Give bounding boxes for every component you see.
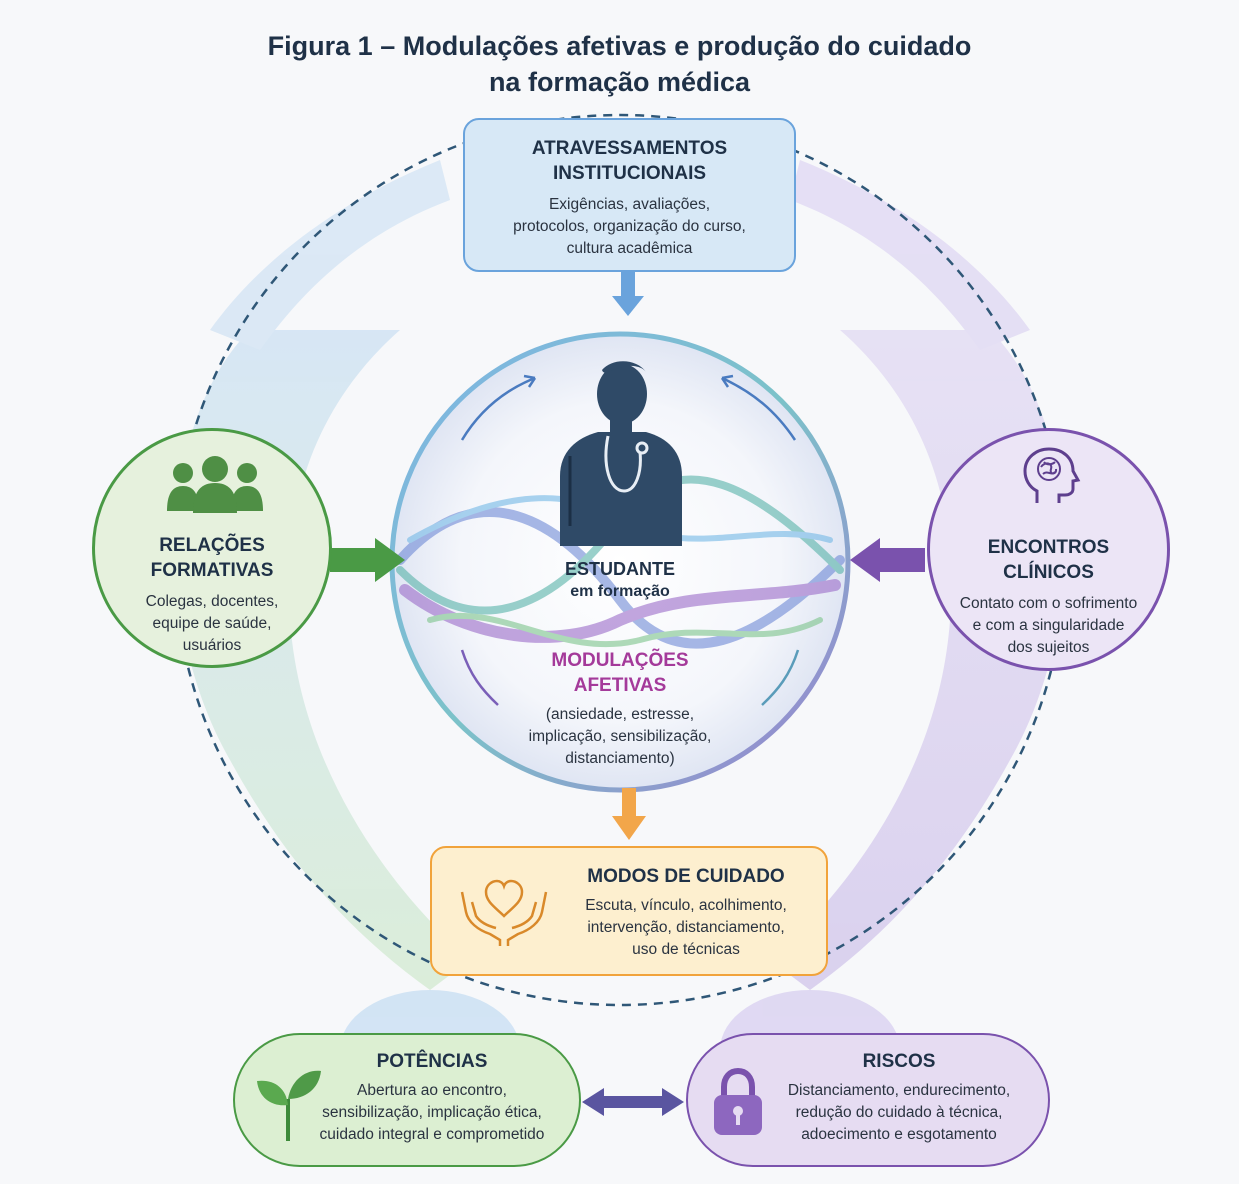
modulations-heading-line2: AFETIVAS — [573, 675, 667, 696]
risks-text-line3: adoecimento e esgotamento — [801, 1126, 997, 1143]
figure-title-line2: na formação médica — [488, 67, 751, 97]
modulations-label: MODULAÇÕES AFETIVAS (ansiedade, estresse… — [490, 648, 750, 770]
modulations-text-line1: (ansiedade, estresse, — [545, 706, 695, 723]
student-label-line2: em formação — [570, 583, 670, 600]
inner-cycle-arrows — [460, 374, 800, 706]
arrow-potentials-risks — [582, 1088, 684, 1116]
figure-title: Figura 1 – Modulações afetivas e produçã… — [0, 28, 1239, 100]
institutional-text-line2: protocolos, organização do curso, — [513, 218, 746, 235]
risks-text-line1: Distanciamento, endurecimento, — [787, 1082, 1011, 1099]
clinical-heading-line1: ENCONTROS — [987, 537, 1110, 558]
potentials-text-line3: cuidado integral e comprometido — [319, 1126, 545, 1143]
arrow-relations-to-center — [330, 538, 405, 582]
student-label-line1: ESTUDANTE — [564, 559, 675, 579]
clinical-text-line2: e com a singularidade — [972, 617, 1125, 634]
relations-text-line1: Colegas, docentes, — [145, 593, 279, 610]
student-label: ESTUDANTE em formação — [520, 558, 720, 603]
relations-heading-line2: FORMATIVAS — [150, 560, 274, 581]
clinical-heading-line2: CLÍNICOS — [1003, 562, 1094, 583]
institutional-box: ATRAVESSAMENTOS INSTITUCIONAIS Exigência… — [463, 118, 796, 272]
arrow-institutional-to-center — [612, 272, 644, 316]
padlock-icon — [714, 1067, 762, 1135]
care-box: MODOS DE CUIDADO Escuta, vínculo, acolhi… — [430, 846, 828, 976]
figure-title-line1: Figura 1 – Modulações afetivas e produçã… — [267, 31, 972, 61]
clinical-text-line3: dos sujeitos — [1007, 639, 1090, 656]
potentials-box: POTÊNCIAS Abertura ao encontro, sensibil… — [233, 1033, 581, 1167]
modulations-heading-line1: MODULAÇÕES — [551, 650, 689, 671]
care-text-line2: intervenção, distanciamento, — [587, 919, 785, 936]
potentials-heading: POTÊNCIAS — [376, 1051, 488, 1072]
modulations-text-line3: distanciamento) — [565, 750, 675, 767]
hands-heart-icon — [460, 879, 548, 946]
institutional-heading-line1: ATRAVESSAMENTOS — [531, 138, 728, 159]
head-brain-icon — [1023, 447, 1081, 503]
sprout-icon — [257, 1070, 321, 1141]
relations-circle: RELAÇÕES FORMATIVAS Colegas, docentes, e… — [92, 428, 332, 668]
potentials-text-line1: Abertura ao encontro, — [357, 1082, 507, 1099]
arrow-center-to-care — [612, 788, 646, 840]
institutional-text-line3: cultura acadêmica — [566, 240, 693, 257]
potentials-text-line2: sensibilização, implicação ética, — [322, 1104, 542, 1121]
student-stethoscope-icon — [560, 361, 682, 546]
clinical-circle: ENCONTROS CLÍNICOS Contato com o sofrime… — [927, 428, 1170, 671]
clinical-text-line1: Contato com o sofrimento — [959, 595, 1138, 612]
institutional-heading-line2: INSTITUCIONAIS — [552, 163, 707, 184]
relations-heading-line1: RELAÇÕES — [159, 535, 265, 556]
risks-text-line2: redução do cuidado à técnica, — [795, 1104, 1003, 1121]
modulations-text-line2: implicação, sensibilização, — [528, 728, 712, 745]
care-text-line3: uso de técnicas — [632, 941, 740, 958]
care-heading: MODOS DE CUIDADO — [587, 866, 785, 887]
risks-box: RISCOS Distanciamento, endurecimento, re… — [686, 1033, 1050, 1167]
people-group-icon — [167, 456, 263, 513]
risks-heading: RISCOS — [862, 1051, 936, 1072]
care-text-line1: Escuta, vínculo, acolhimento, — [585, 897, 787, 914]
arrow-clinical-to-center — [850, 538, 925, 582]
institutional-text-line1: Exigências, avaliações, — [548, 196, 711, 213]
relations-text-line2: equipe de saúde, — [152, 615, 272, 632]
relations-text-line3: usuários — [182, 637, 242, 654]
